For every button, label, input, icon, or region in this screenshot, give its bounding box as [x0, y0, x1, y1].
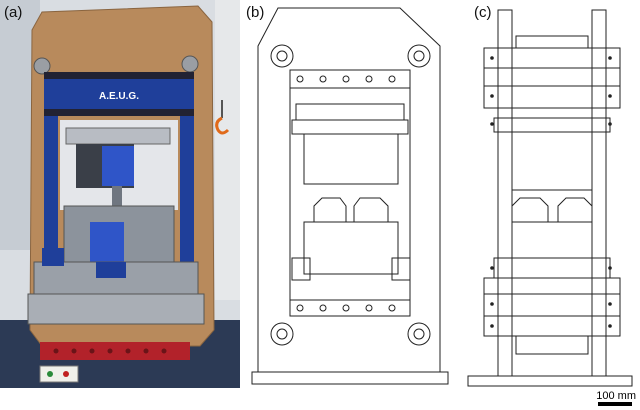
side-top-block-2	[483, 67, 621, 87]
bolt-icon	[276, 50, 288, 62]
side-view-bolts	[490, 56, 612, 328]
side-lower-grip-left	[511, 197, 549, 223]
panel-label-a: (a)	[4, 4, 23, 21]
front-lower-right-clamp	[391, 257, 411, 281]
bolt-icon	[413, 50, 425, 62]
front-lower-grip-left	[313, 197, 347, 223]
bolt-icon	[33, 57, 51, 75]
bolt-icon	[276, 328, 288, 340]
bottom-plate	[27, 293, 205, 325]
front-upper-band	[295, 103, 405, 121]
upper-grip-blue-block	[102, 146, 134, 186]
front-top-crossbeam	[289, 69, 411, 89]
side-top-cap	[515, 35, 589, 49]
side-lower-block	[511, 221, 593, 259]
side-bottom-block-3	[483, 315, 621, 337]
lower-crossbeam-blue-right	[96, 262, 126, 278]
background-wall	[215, 0, 240, 300]
side-top-block	[483, 47, 621, 69]
frame-column-right	[180, 116, 194, 306]
side-top-block-3	[483, 85, 621, 109]
front-upper-grip	[303, 133, 399, 185]
side-upper-grip	[511, 131, 593, 191]
side-view-drawing	[467, 9, 633, 387]
side-lower-band	[493, 257, 611, 279]
hazard-stripe-bottom	[44, 109, 194, 116]
side-bottom-block-2	[483, 293, 621, 317]
scale-bar	[598, 402, 632, 406]
front-lower-grip-block	[303, 221, 399, 275]
red-base	[40, 342, 190, 360]
side-bottom-block	[483, 277, 621, 295]
control-box-stop	[63, 371, 69, 377]
front-view-base	[251, 371, 449, 385]
bolt-icon	[407, 322, 431, 346]
lower-crossbeam-blue	[42, 248, 64, 266]
scale-bar-label: 100 mm	[596, 390, 636, 402]
panel-label-b: (b)	[246, 4, 265, 21]
lower-grip-blue-block	[90, 222, 124, 262]
front-lower-grip-right	[353, 197, 389, 223]
front-lower-left-clamp	[291, 257, 311, 281]
hazard-stripe-top	[44, 72, 194, 79]
red-base-holes	[53, 348, 167, 354]
front-upper-grip-plate	[291, 119, 409, 135]
frame-crossbeam	[44, 72, 194, 116]
machine-plate-text: A.E.U.G.	[99, 91, 139, 102]
bolt-icon	[270, 44, 294, 68]
side-view-left-column	[497, 9, 513, 377]
specimen	[112, 186, 122, 208]
front-bottom-crossbeam	[289, 299, 411, 317]
side-view-base	[467, 375, 633, 387]
front-view-drawing	[251, 7, 449, 385]
panel-label-c: (c)	[474, 4, 492, 21]
bolt-icon	[413, 328, 425, 340]
bolt-icon	[407, 44, 431, 68]
bolt-icon	[270, 322, 294, 346]
control-box	[39, 365, 79, 383]
side-view-right-column	[591, 9, 607, 377]
side-upper-plate	[493, 117, 611, 133]
side-lower-grip-right	[557, 197, 593, 223]
lifting-hook-icon	[215, 100, 230, 135]
front-view-frame	[257, 7, 441, 373]
control-box-button	[47, 371, 53, 377]
side-bottom-cap	[515, 335, 589, 355]
